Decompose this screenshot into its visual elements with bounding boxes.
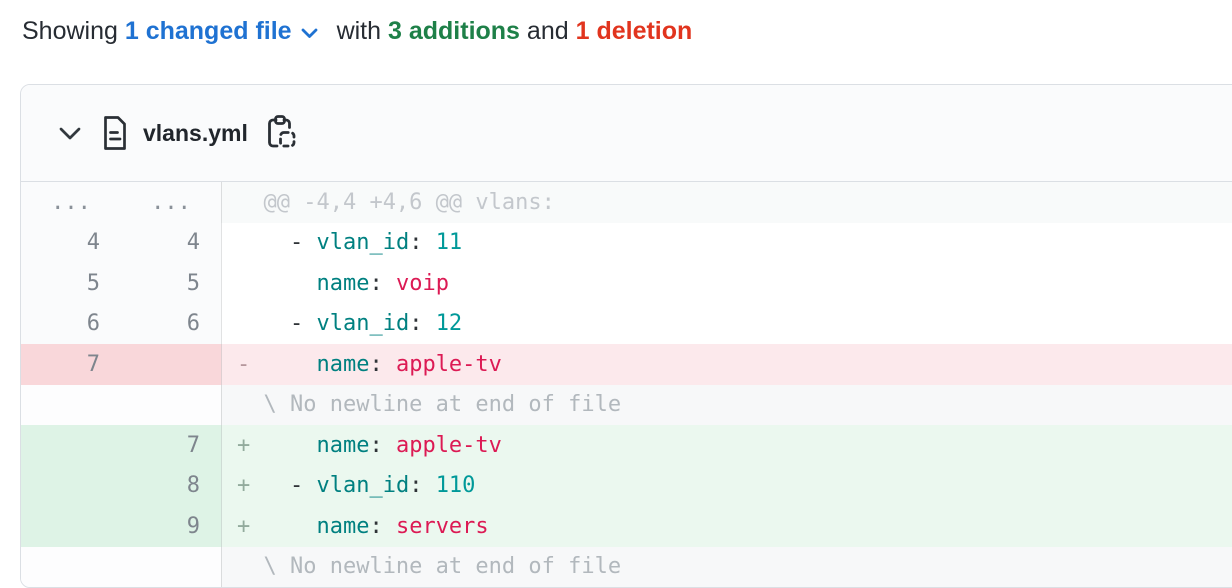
code-line: + - vlan_id: 110 [221,465,1232,506]
code-segment: vlan_id [316,311,410,337]
code-segment: @@ -4,4 +4,6 @@ vlans: [263,189,555,215]
code-segment [263,433,316,458]
diff-marker: + [237,513,251,539]
summary-prefix: Showing [22,17,118,45]
code-segment: servers [395,513,489,539]
code-segment: : [369,432,396,458]
code-segment: 11 [435,230,463,256]
summary-conjunction: and [526,17,569,45]
old-line-number [21,506,121,547]
file-document-icon [100,114,130,152]
old-line-number[interactable]: 4 [21,222,121,263]
code-segment: : [369,270,396,296]
code-line: \ No newline at end of file [221,546,1232,587]
new-line-number[interactable]: 9 [121,506,221,547]
code-segment [263,514,316,539]
new-line-number [121,384,221,425]
code-segment: : [369,513,396,539]
diff-row-addition: 7+ name: apple-tv [21,425,1232,466]
new-line-number[interactable]: 8 [121,465,221,506]
code-segment: - [263,230,317,256]
old-line-number[interactable]: 7 [21,344,121,385]
code-line: - name: apple-tv [221,344,1232,385]
old-line-number [21,425,121,466]
code-segment: : [369,351,396,377]
diff-row-deletion: 7 - name: apple-tv [21,344,1232,385]
diff-row-meta: \ No newline at end of file [21,384,1232,425]
code-line: - vlan_id: 11 [221,222,1232,263]
code-segment: 110 [435,473,476,499]
additions-count: 3 additions [388,17,520,45]
old-line-number[interactable]: 5 [21,263,121,304]
code-segment: name [316,351,370,377]
code-line: - vlan_id: 12 [221,303,1232,344]
deletions-count: 1 deletion [575,17,693,45]
diff-row-hunk: ...... @@ -4,4 +4,6 @@ vlans: [21,182,1232,223]
diff-summary-bar: Showing 1 changed file with 3 additions … [22,17,692,46]
new-line-number[interactable]: 7 [121,425,221,466]
code-segment: \ No newline at end of file [263,554,622,580]
code-segment: name [316,513,370,539]
old-line-number [21,465,121,506]
copy-to-clipboard-icon [267,115,296,148]
code-segment [263,352,316,377]
chevron-down-icon [59,127,81,139]
code-segment: - [263,311,317,337]
old-line-number [21,384,121,425]
code-line: name: voip [221,263,1232,304]
code-segment: 12 [435,311,463,337]
diff-row-addition: 8+ - vlan_id: 110 [21,465,1232,506]
new-line-number[interactable]: 4 [121,222,221,263]
code-segment: apple-tv [395,351,502,377]
new-line-number[interactable]: 5 [121,263,221,304]
code-line: @@ -4,4 +4,6 @@ vlans: [221,182,1232,223]
code-segment: : [409,311,436,337]
old-line-number[interactable]: 6 [21,303,121,344]
changed-files-count: 1 changed file [124,17,292,45]
diff-row-addition: 9+ name: servers [21,506,1232,547]
old-line-number [21,546,121,587]
code-segment: \ No newline at end of file [263,392,622,418]
diff-row-meta: \ No newline at end of file [21,546,1232,587]
new-line-number [121,344,221,385]
new-line-number [121,546,221,587]
code-line: + name: servers [221,506,1232,547]
new-line-number[interactable]: 6 [121,303,221,344]
diff-marker: + [237,473,251,499]
chevron-down-icon [301,28,317,38]
code-segment: apple-tv [395,432,502,458]
diff-marker: + [237,432,251,458]
copy-file-path-button[interactable] [263,112,299,154]
collapse-file-button[interactable] [58,126,82,141]
old-line-number: ... [21,182,121,223]
code-segment: name [316,432,370,458]
code-segment: voip [395,270,449,296]
code-segment: : [409,230,436,256]
new-line-number: ... [121,182,221,223]
code-segment [263,271,316,296]
diff-marker: - [237,351,251,377]
summary-middle: with [336,17,382,45]
code-line: + name: apple-tv [221,425,1232,466]
file-header: vlans.yml [21,85,1232,182]
code-segment: vlan_id [316,473,410,499]
file-name-link[interactable]: vlans.yml [143,119,248,146]
changed-files-dropdown[interactable]: 1 changed file [125,17,318,46]
code-segment: name [316,270,370,296]
code-segment: - [263,473,317,499]
code-line: \ No newline at end of file [221,384,1232,425]
code-segment: : [409,473,436,499]
code-segment: vlan_id [316,230,410,256]
